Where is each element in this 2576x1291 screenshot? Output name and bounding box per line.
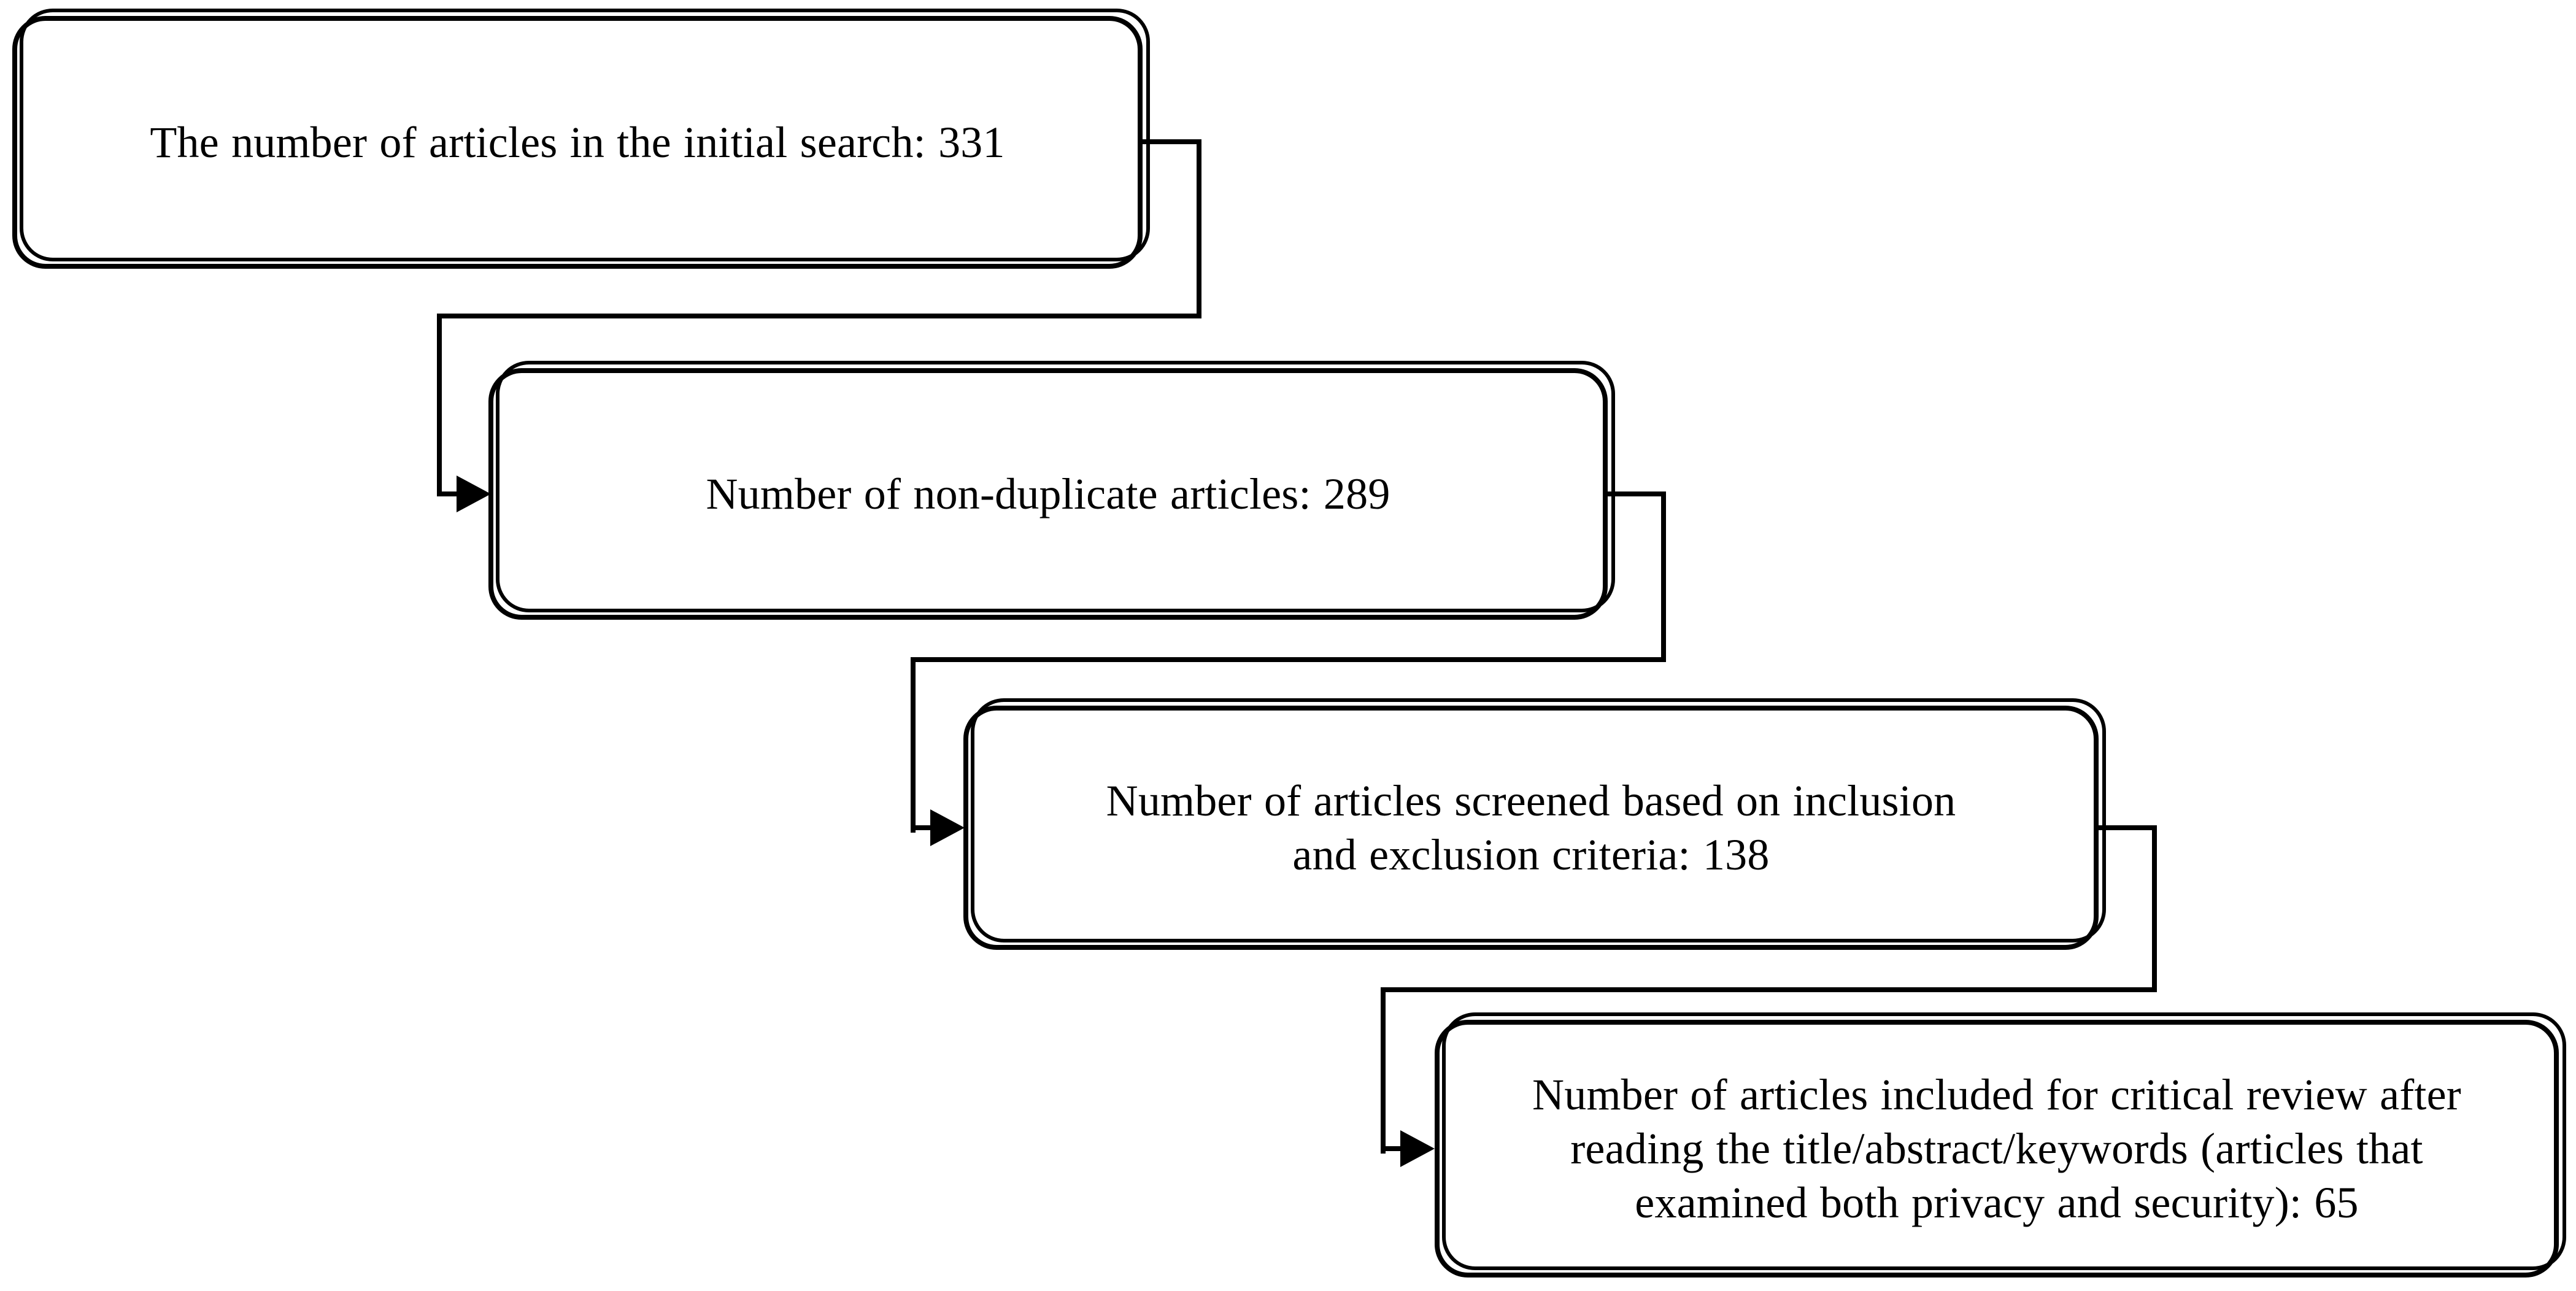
connector-1-drop-segment xyxy=(437,314,442,496)
flow-node-non-duplicate: Number of non-duplicate articles: 289 xyxy=(488,368,1608,620)
connector-3-stub xyxy=(2099,825,2157,830)
flow-node-screened: Number of articles screened based on inc… xyxy=(963,706,2099,950)
connector-1-down-segment xyxy=(1197,139,1201,318)
label-line: Number of articles screened based on inc… xyxy=(1106,776,1956,825)
connector-2-shaft xyxy=(911,825,935,830)
flow-node-critical-review-label: Number of articles included for critical… xyxy=(1440,1068,2554,1230)
connector-2-stub xyxy=(1608,491,1666,496)
label-line: reading the title/abstract/keywords (art… xyxy=(1570,1124,2423,1173)
connector-2-down-segment xyxy=(1661,491,1666,662)
flow-node-non-duplicate-label: Number of non-duplicate articles: 289 xyxy=(493,467,1603,521)
label-line: Number of non-duplicate articles: 289 xyxy=(706,469,1390,518)
connector-3-shaft xyxy=(1381,1146,1405,1151)
label-line: The number of articles in the initial se… xyxy=(150,118,1005,167)
connector-3-down-segment xyxy=(2152,825,2157,992)
connector-3-arrowhead-icon xyxy=(1400,1130,1435,1167)
connector-3-drop-segment xyxy=(1381,987,1386,1154)
flow-node-initial-search: The number of articles in the initial se… xyxy=(12,16,1143,269)
label-line: Number of articles included for critical… xyxy=(1532,1070,2461,1119)
flow-node-screened-label: Number of articles screened based on inc… xyxy=(968,774,2094,882)
connector-3-left-segment xyxy=(1381,987,2157,992)
flow-node-initial-search-label: The number of articles in the initial se… xyxy=(17,115,1138,169)
label-line: examined both privacy and security): 65 xyxy=(1635,1178,2359,1227)
connector-1-shaft xyxy=(437,491,461,496)
connector-2-arrowhead-icon xyxy=(930,809,965,846)
connector-1-stub xyxy=(1143,139,1201,144)
connector-1-arrowhead-icon xyxy=(457,476,491,512)
flow-node-critical-review: Number of articles included for critical… xyxy=(1435,1020,2559,1278)
label-line: and exclusion criteria: 138 xyxy=(1292,830,1770,879)
connector-2-drop-segment xyxy=(911,657,916,833)
connector-1-left-segment xyxy=(437,314,1201,318)
connector-2-left-segment xyxy=(911,657,1666,662)
